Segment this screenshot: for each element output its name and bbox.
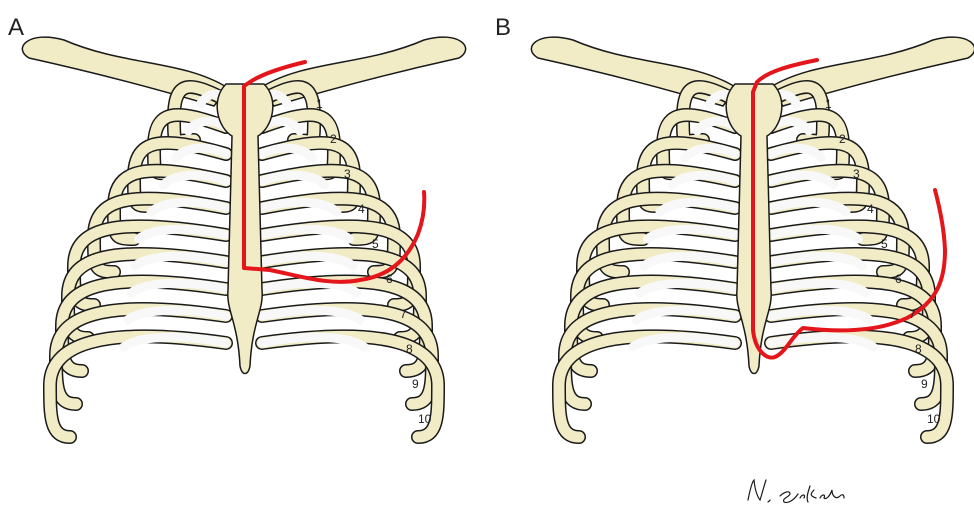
rib-7-left-fill <box>577 254 735 338</box>
thorax-diagram-a: 1 2 3 4 5 6 7 8 9 10 <box>0 0 487 513</box>
thorax-diagram-b: 1 2 3 4 5 6 7 8 9 10 <box>487 0 974 513</box>
rib-9-right-fill <box>771 309 941 404</box>
rib-number-8: 8 <box>915 342 922 356</box>
rib-number-3: 3 <box>853 167 860 181</box>
rib-7-left-fill <box>68 254 226 338</box>
rib-number-10: 10 <box>927 412 941 426</box>
clavicle-left <box>22 37 228 106</box>
rib-8-right-fill <box>771 281 935 371</box>
rib-number-6: 6 <box>386 272 393 286</box>
rib-10-left-fill <box>559 336 735 437</box>
rib-number-6: 6 <box>895 272 902 286</box>
clavicle-right <box>769 37 974 106</box>
rib-8-left-fill <box>62 281 226 371</box>
rib-number-3: 3 <box>344 167 351 181</box>
rib-9-left-fill <box>565 309 735 404</box>
rib-number-5: 5 <box>372 237 379 251</box>
rib-7-right-fill <box>771 254 929 338</box>
rib-number-10: 10 <box>418 412 432 426</box>
rib-number-2: 2 <box>330 132 337 146</box>
rib-8-right-fill <box>262 281 426 371</box>
clavicle-left <box>531 37 737 106</box>
rib-number-7: 7 <box>400 307 407 321</box>
rib-9-right-fill <box>262 309 432 404</box>
rib-10-left-fill <box>50 336 226 437</box>
rib-number-9: 9 <box>412 377 419 391</box>
rib-number-9: 9 <box>921 377 928 391</box>
signature-graphic <box>740 476 870 506</box>
rib-number-2: 2 <box>839 132 846 146</box>
rib-number-5: 5 <box>881 237 888 251</box>
rib-number-8: 8 <box>406 342 413 356</box>
rib-number-1: 1 <box>316 97 323 111</box>
rib-number-4: 4 <box>867 202 874 216</box>
clavicle-right <box>260 37 466 106</box>
rib-number-4: 4 <box>358 202 365 216</box>
rib-number-7: 7 <box>909 307 916 321</box>
rib-8-left-fill <box>571 281 735 371</box>
rib-9-left-fill <box>56 309 226 404</box>
rib-number-1: 1 <box>825 97 832 111</box>
